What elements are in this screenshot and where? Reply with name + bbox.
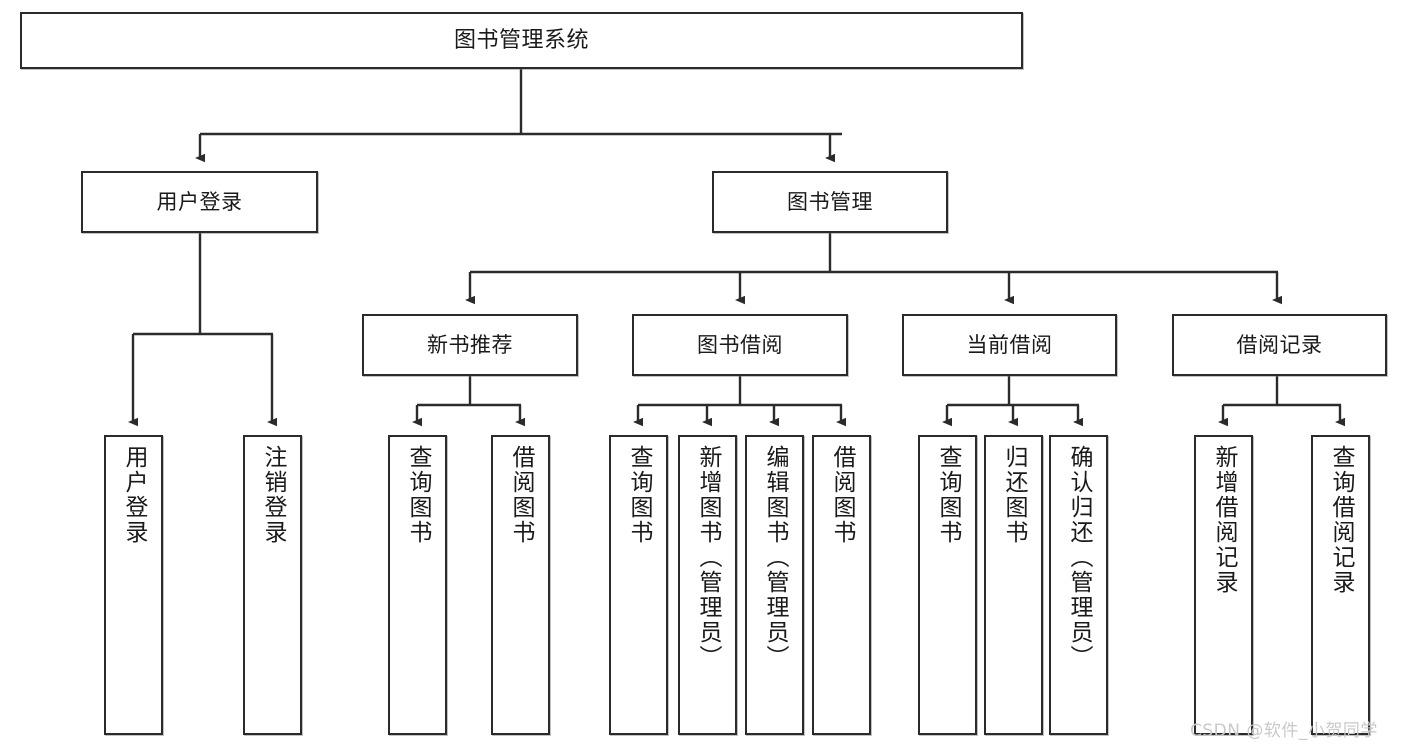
node-label: 归还图书 — [1001, 445, 1027, 545]
leaf-return-book[interactable]: 归还图书 — [984, 435, 1043, 735]
node-label: 查询图书 — [405, 445, 431, 545]
node-label: 借阅图书 — [508, 445, 534, 545]
node-label: 查询图书 — [935, 445, 961, 545]
node-book-manage[interactable]: 图书管理 — [712, 171, 948, 233]
leaf-add-borrow-record[interactable]: 新增借阅记录 — [1194, 435, 1253, 735]
node-label: 新增图书（管理员） — [695, 445, 721, 670]
node-label: 图书管理系统 — [453, 27, 589, 53]
leaf-query-borrow-record[interactable]: 查询借阅记录 — [1311, 435, 1370, 735]
leaf-edit-book[interactable]: 编辑图书（管理员） — [745, 435, 804, 735]
leaf-query-book-current[interactable]: 查询图书 — [918, 435, 977, 735]
leaf-borrow-book[interactable]: 借阅图书 — [812, 435, 871, 735]
leaf-confirm-return[interactable]: 确认归还（管理员） — [1049, 435, 1108, 735]
node-label: 用户登录 — [121, 445, 147, 545]
csdn-watermark: CSDN @软件_小贺同学 — [1190, 721, 1378, 741]
node-label: 新增借阅记录 — [1211, 445, 1237, 595]
node-current-borrow[interactable]: 当前借阅 — [902, 314, 1117, 376]
node-book-borrow[interactable]: 图书借阅 — [632, 314, 848, 376]
node-label: 图书管理 — [787, 189, 873, 214]
leaf-borrow-book-recommend[interactable]: 借阅图书 — [491, 435, 550, 735]
node-label: 借阅记录 — [1236, 332, 1323, 357]
node-label: 新书推荐 — [427, 332, 513, 357]
node-new-book-recommend[interactable]: 新书推荐 — [362, 314, 578, 376]
node-user-login[interactable]: 用户登录 — [81, 171, 318, 233]
node-borrow-record[interactable]: 借阅记录 — [1172, 314, 1387, 376]
node-label: 确认归还（管理员） — [1066, 445, 1092, 670]
leaf-user-login[interactable]: 用户登录 — [104, 435, 163, 735]
node-label: 图书借阅 — [697, 332, 783, 357]
node-label: 编辑图书（管理员） — [762, 445, 788, 670]
node-label: 查询图书 — [626, 445, 652, 545]
node-label: 用户登录 — [156, 189, 243, 214]
node-label: 注销登录 — [260, 445, 286, 545]
leaf-add-book[interactable]: 新增图书（管理员） — [678, 435, 737, 735]
leaf-query-book-recommend[interactable]: 查询图书 — [388, 435, 447, 735]
node-root-system[interactable]: 图书管理系统 — [20, 12, 1023, 69]
node-label: 借阅图书 — [829, 445, 855, 545]
node-label: 当前借阅 — [966, 332, 1053, 357]
leaf-query-book-borrow[interactable]: 查询图书 — [609, 435, 668, 735]
node-label: 查询借阅记录 — [1328, 445, 1354, 595]
leaf-logout[interactable]: 注销登录 — [243, 435, 302, 735]
